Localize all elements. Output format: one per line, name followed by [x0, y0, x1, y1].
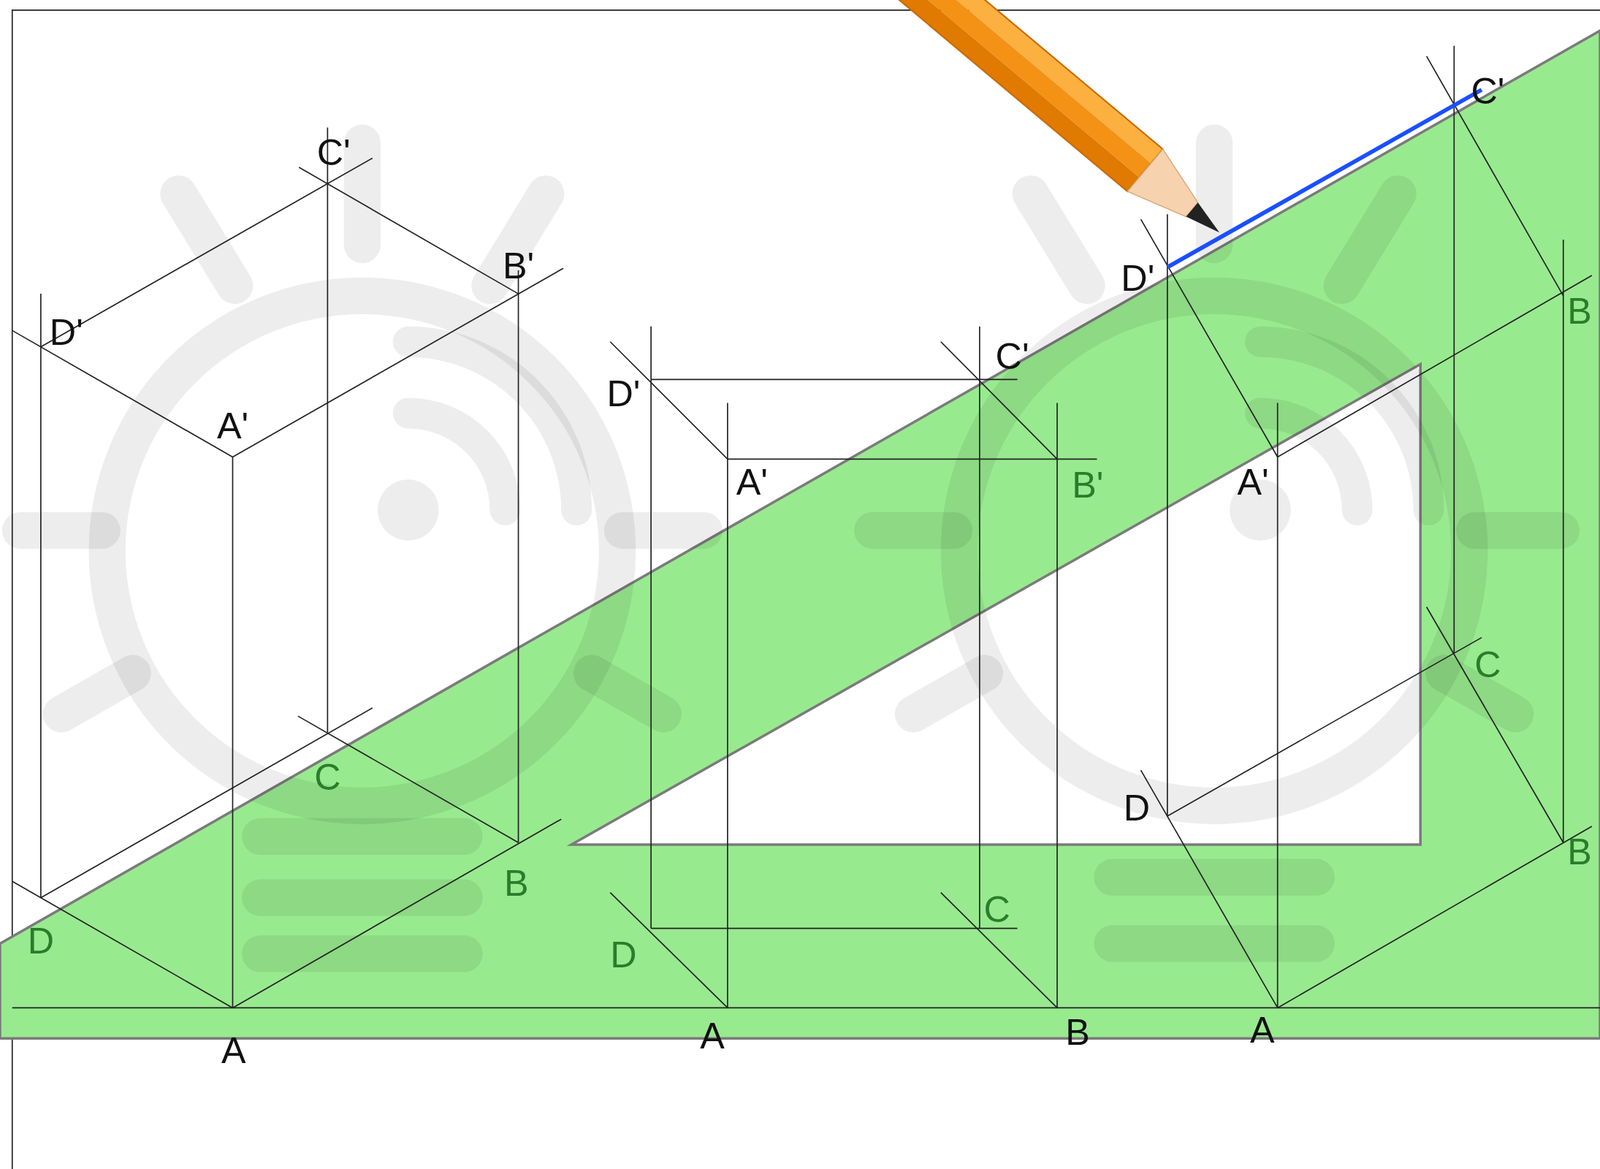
vertex-label: A' — [1237, 463, 1270, 501]
vertex-label: D' — [606, 375, 640, 413]
construction-lines-part — [12, 157, 564, 457]
watermark-part-part — [959, 295, 1470, 806]
vertex-label: C — [314, 759, 341, 796]
pencil-part — [764, 0, 1164, 192]
vertex-label: A' — [736, 463, 768, 501]
vertex-label: D — [27, 923, 55, 960]
vertex-label: B — [1567, 292, 1592, 330]
vertex-label: C' — [995, 338, 1030, 376]
watermark-part-part — [408, 341, 577, 510]
vertex-label: C — [1474, 646, 1501, 684]
vertex-label: D — [1123, 789, 1150, 827]
watermark-part-part — [1111, 877, 1316, 944]
vertex-label: B' — [1071, 466, 1104, 504]
vertex-label: B — [1567, 833, 1592, 871]
construction-lines-part — [12, 707, 562, 1008]
watermark-part — [20, 142, 1562, 954]
construction-lines-part — [650, 326, 1058, 1009]
watermark-part-part — [1260, 341, 1429, 510]
vertex-label: A' — [216, 407, 249, 445]
drawn-edge-part — [1167, 89, 1482, 268]
construction-lines-part — [40, 127, 519, 1009]
watermark-part-part — [260, 836, 464, 955]
watermark-part-part — [107, 295, 618, 806]
set-square — [0, 30, 1600, 1039]
vertex-label: C' — [317, 134, 351, 171]
vertex-label: B — [1065, 1014, 1091, 1051]
pencil-part — [764, 0, 1140, 192]
vertex-label: B' — [502, 247, 535, 285]
pencil — [764, 0, 1238, 254]
vertex-label: A — [699, 1017, 725, 1055]
vertex-label: C — [983, 891, 1010, 928]
vertex-label: D' — [49, 314, 84, 351]
vertex-label: B — [504, 865, 529, 902]
watermark-part-part — [872, 142, 1562, 714]
construction-lines-part — [1167, 46, 1564, 1009]
vertex-label: C' — [1470, 73, 1505, 111]
watermark-part — [377, 479, 440, 541]
watermark-part-part — [20, 142, 705, 714]
vertex-label: A — [221, 1032, 247, 1069]
set-square-part — [0, 30, 1600, 1039]
construction-lines-part — [1141, 607, 1592, 1009]
vertex-label: A — [1250, 1011, 1275, 1049]
vertex-label: D' — [1120, 260, 1155, 297]
watermark — [20, 142, 1562, 954]
pencil-part — [1186, 202, 1226, 240]
construction-lines-part — [12, 379, 1600, 1008]
vertex-label: D — [610, 936, 637, 974]
construction-lines — [12, 46, 1600, 1009]
construction-lines-part — [1141, 56, 1592, 458]
construction-lines-part — [610, 341, 1058, 1009]
drawn-edge — [1167, 89, 1482, 268]
